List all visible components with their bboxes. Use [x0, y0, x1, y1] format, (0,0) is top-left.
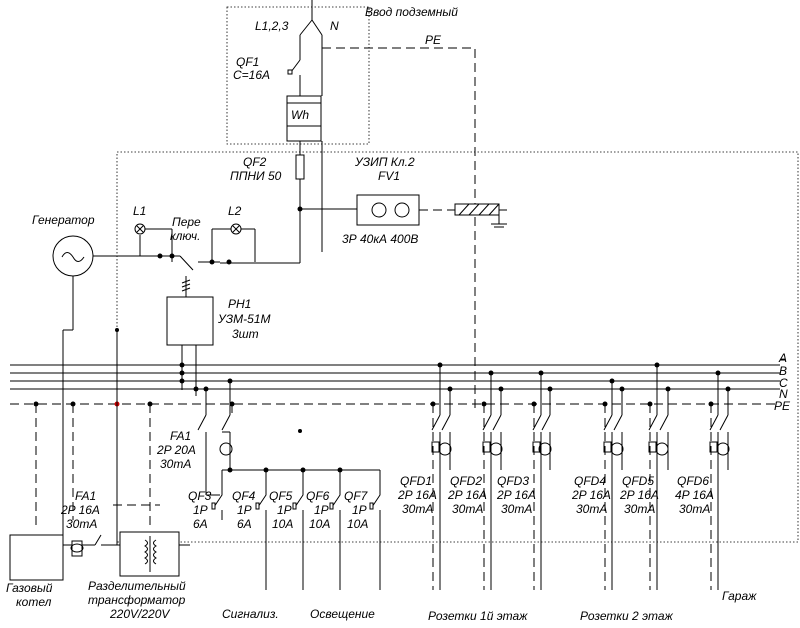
qfd4-spec: 2P 16A — [571, 488, 611, 502]
qf1-name: QF1 — [236, 55, 259, 69]
boiler-label-2: котел — [16, 595, 52, 609]
fa1-main-name: FA1 — [170, 429, 191, 443]
group-breakers — [211, 470, 381, 590]
transformer-label-3: 220V/220V — [109, 607, 170, 621]
voltage-relay-box — [166, 296, 214, 346]
lighting-label: Освещение — [310, 607, 375, 621]
boiler-label-1: Газовый — [6, 581, 53, 595]
lamp1-label: L1 — [133, 204, 146, 218]
qf2-fuse — [295, 154, 305, 180]
surge-spec: 3Р 40кА 400В — [342, 232, 418, 246]
input-neutral: N — [330, 19, 339, 33]
qfd1-name: QFD1 — [400, 474, 432, 488]
qf5-rating: 10A — [272, 517, 293, 531]
bus-label-b: B — [779, 364, 787, 378]
meter-label: Wh — [291, 108, 309, 122]
fa1-main-spec: 2P 20A — [156, 443, 196, 457]
surge-arrester — [356, 194, 420, 226]
qfd4-name: QFD4 — [574, 474, 606, 488]
bus-bars — [10, 359, 786, 405]
qfd3-spec: 2P 16A — [496, 488, 536, 502]
qf3-rating: 6A — [193, 517, 208, 531]
qfd2-spec: 2P 16A — [447, 488, 487, 502]
main-rcd — [197, 381, 380, 496]
qf7-name: QF7 — [344, 489, 369, 503]
qf5-poles: 1P — [277, 503, 292, 517]
sockets-floor1-label: Розетки 1й этаж — [428, 609, 528, 623]
relay-name: РН1 — [228, 297, 251, 311]
qfd1-current: 30mA — [402, 502, 433, 516]
qfd6-spec: 4P 16A — [675, 488, 714, 502]
qfd6-name: QFD6 — [677, 474, 709, 488]
qf7-rating: 10A — [347, 517, 368, 531]
relay-model: УЗМ-51М — [217, 312, 271, 326]
qfd2-current: 30mA — [452, 502, 483, 516]
ground-icon — [454, 203, 507, 228]
qf5-name: QF5 — [269, 489, 293, 503]
qf4-name: QF4 — [232, 489, 256, 503]
input-phases: L1,2,3 — [255, 19, 289, 33]
surge-title: УЗИП Кл.2 — [354, 155, 415, 169]
boiler-branch — [9, 330, 190, 581]
fa1-boiler-spec: 2P 16A — [60, 503, 100, 517]
fa1-boiler-current: 30mA — [66, 517, 97, 531]
sockets-floor2-label: Розетки 2 этаж — [580, 609, 674, 623]
qfd6-current: 30mA — [679, 502, 710, 516]
switch-label-2: ключ. — [170, 229, 200, 243]
input-pe: PE — [425, 33, 442, 47]
qf6-name: QF6 — [306, 489, 330, 503]
surge-name: FV1 — [378, 169, 400, 183]
qfd3-name: QFD3 — [497, 474, 529, 488]
bus-label-a: A — [778, 351, 787, 365]
relay-count: 3шт — [232, 327, 259, 341]
fa1-main-current: 30mA — [160, 457, 191, 471]
switch-label-1: Пере — [172, 215, 201, 229]
pe-drops — [35, 404, 712, 590]
bus-label-n: N — [779, 387, 788, 401]
bus-label-c: C — [779, 376, 788, 390]
generator-section — [52, 223, 256, 331]
qfd3-current: 30mA — [501, 502, 532, 516]
qf1-rating: C=16A — [233, 68, 270, 82]
transformer-label-1: Разделительный — [88, 579, 186, 593]
qfd5-current: 30mA — [624, 502, 655, 516]
meter-enclosure — [226, 6, 370, 145]
fa1-boiler-name: FA1 — [75, 489, 96, 503]
qfd5-name: QFD5 — [622, 474, 654, 488]
transformer-label-2: трансформатор — [88, 593, 186, 607]
qf6-rating: 10A — [309, 517, 330, 531]
qf7-poles: 1P — [352, 503, 367, 517]
qf4-rating: 6A — [237, 517, 252, 531]
qf6-poles: 1P — [314, 503, 329, 517]
qfd5-spec: 2P 16A — [619, 488, 659, 502]
rcbo-groups — [431, 365, 730, 590]
qfd4-current: 30mA — [576, 502, 607, 516]
qf3-name: QF3 — [188, 489, 212, 503]
garage-label: Гараж — [722, 589, 757, 603]
qfd2-name: QFD2 — [450, 474, 482, 488]
input-title: Ввод подземный — [365, 5, 458, 19]
boiler-box — [9, 534, 64, 581]
generator-label: Генератор — [32, 213, 95, 227]
qf4-poles: 1P — [237, 503, 252, 517]
qfd1-spec: 2P 16A — [397, 488, 437, 502]
generator-icon — [52, 235, 94, 277]
qf3-poles: 1P — [193, 503, 208, 517]
input-section — [220, 0, 507, 410]
alarm-label: Сигнализ. — [222, 607, 279, 621]
lamp2-label: L2 — [228, 204, 242, 218]
bus-label-pe: PE — [774, 399, 791, 413]
qf2-desc: ППНИ 50 — [230, 169, 282, 183]
qf2-name: QF2 — [243, 155, 267, 169]
